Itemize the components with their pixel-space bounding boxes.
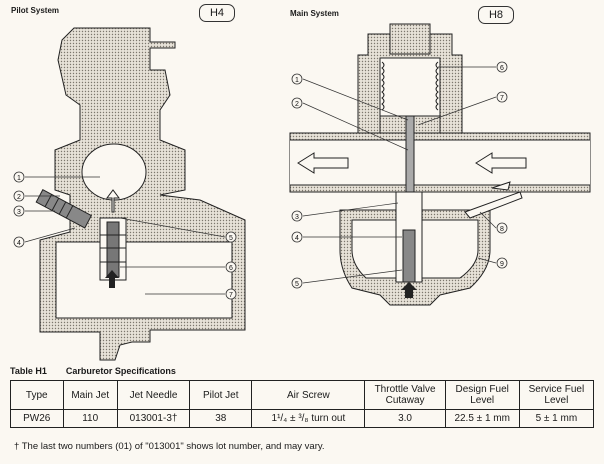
header-air-screw: Air Screw [251, 380, 366, 410]
header-jet-needle: Jet Needle [116, 380, 191, 410]
header-throttle-valve-cutaway: Throttle Valve Cutaway [364, 380, 446, 410]
table-heading: Table H1 Carburetor Specifications [10, 366, 176, 376]
main-jet [402, 229, 416, 283]
spring-chamber [379, 57, 441, 119]
airflow-left-arrow-1 [297, 152, 349, 174]
main-system-title: Main System [290, 9, 339, 18]
cell-throttle-valve-cutaway: 3.0 [364, 409, 446, 428]
cell-design-fuel-level: 22.5 ± 1 mm [444, 409, 520, 428]
main-callout-4: 4 [295, 235, 299, 242]
pilot-callout-2: 2 [17, 194, 21, 201]
airflow-left-arrow-2 [475, 152, 527, 174]
air-passage-arrow [464, 191, 523, 219]
main-callout-2: 2 [295, 101, 299, 108]
fuel-inlet-arrow [105, 270, 119, 288]
main-callout-8: 8 [500, 226, 504, 233]
pilot-jet [106, 221, 120, 278]
footnote: † The last two numbers (01) of "013001" … [14, 441, 325, 452]
main-system-diagram: 1 2 3 4 5 6 7 8 9 [289, 23, 591, 306]
fuel-flow-up-arrow [106, 189, 120, 213]
table-row: PW26 110 013001-3† 38 1¹/₄ ± ³/₈ turn ou… [10, 409, 595, 428]
main-callout-6: 6 [500, 65, 504, 72]
cell-type: PW26 [10, 409, 64, 428]
main-callout-7: 7 [500, 95, 504, 102]
cell-pilot-jet: 38 [189, 409, 253, 428]
pilot-system-title: Pilot System [11, 6, 60, 15]
pilot-callout-5: 5 [229, 235, 233, 242]
header-type: Type [10, 380, 64, 410]
figure-tag-h8: H8 [478, 6, 514, 24]
header-pilot-jet: Pilot Jet [189, 380, 253, 410]
header-design-fuel-level: Design Fuel Level [444, 380, 520, 410]
pilot-callout-7: 7 [229, 292, 233, 299]
float-bowl-cavity [55, 241, 233, 319]
pilot-callout-4: 4 [17, 240, 21, 247]
header-main-jet: Main Jet [62, 380, 118, 410]
figure-tag-h4: H4 [199, 4, 235, 22]
table-header-row: Type Main Jet Jet Needle Pilot Jet Air S… [10, 380, 595, 410]
cell-main-jet: 110 [62, 409, 118, 428]
cell-jet-needle: 013001-3† [116, 409, 191, 428]
main-fuel-arrow [401, 282, 417, 298]
pilot-callout-1: 1 [17, 175, 21, 182]
table-title: Carburetor Specifications [65, 366, 176, 376]
main-callout-5: 5 [295, 281, 299, 288]
air-screw [35, 189, 93, 229]
cell-air-screw: 1¹/₄ ± ³/₈ turn out [251, 409, 366, 428]
table-id: Table H1 [10, 366, 47, 376]
main-callout-3: 3 [295, 214, 299, 221]
pilot-callout-3: 3 [17, 209, 21, 216]
carburetor-spec-table: Type Main Jet Jet Needle Pilot Jet Air S… [10, 380, 595, 428]
main-callout-9: 9 [500, 261, 504, 268]
pilot-system-diagram: 1 2 3 4 5 6 7 [13, 27, 246, 361]
cable-cap [389, 23, 431, 55]
cell-service-fuel-level: 5 ± 1 mm [518, 409, 595, 428]
pilot-callout-6: 6 [229, 265, 233, 272]
main-callout-1: 1 [295, 77, 299, 84]
header-service-fuel-level: Service Fuel Level [518, 380, 595, 410]
